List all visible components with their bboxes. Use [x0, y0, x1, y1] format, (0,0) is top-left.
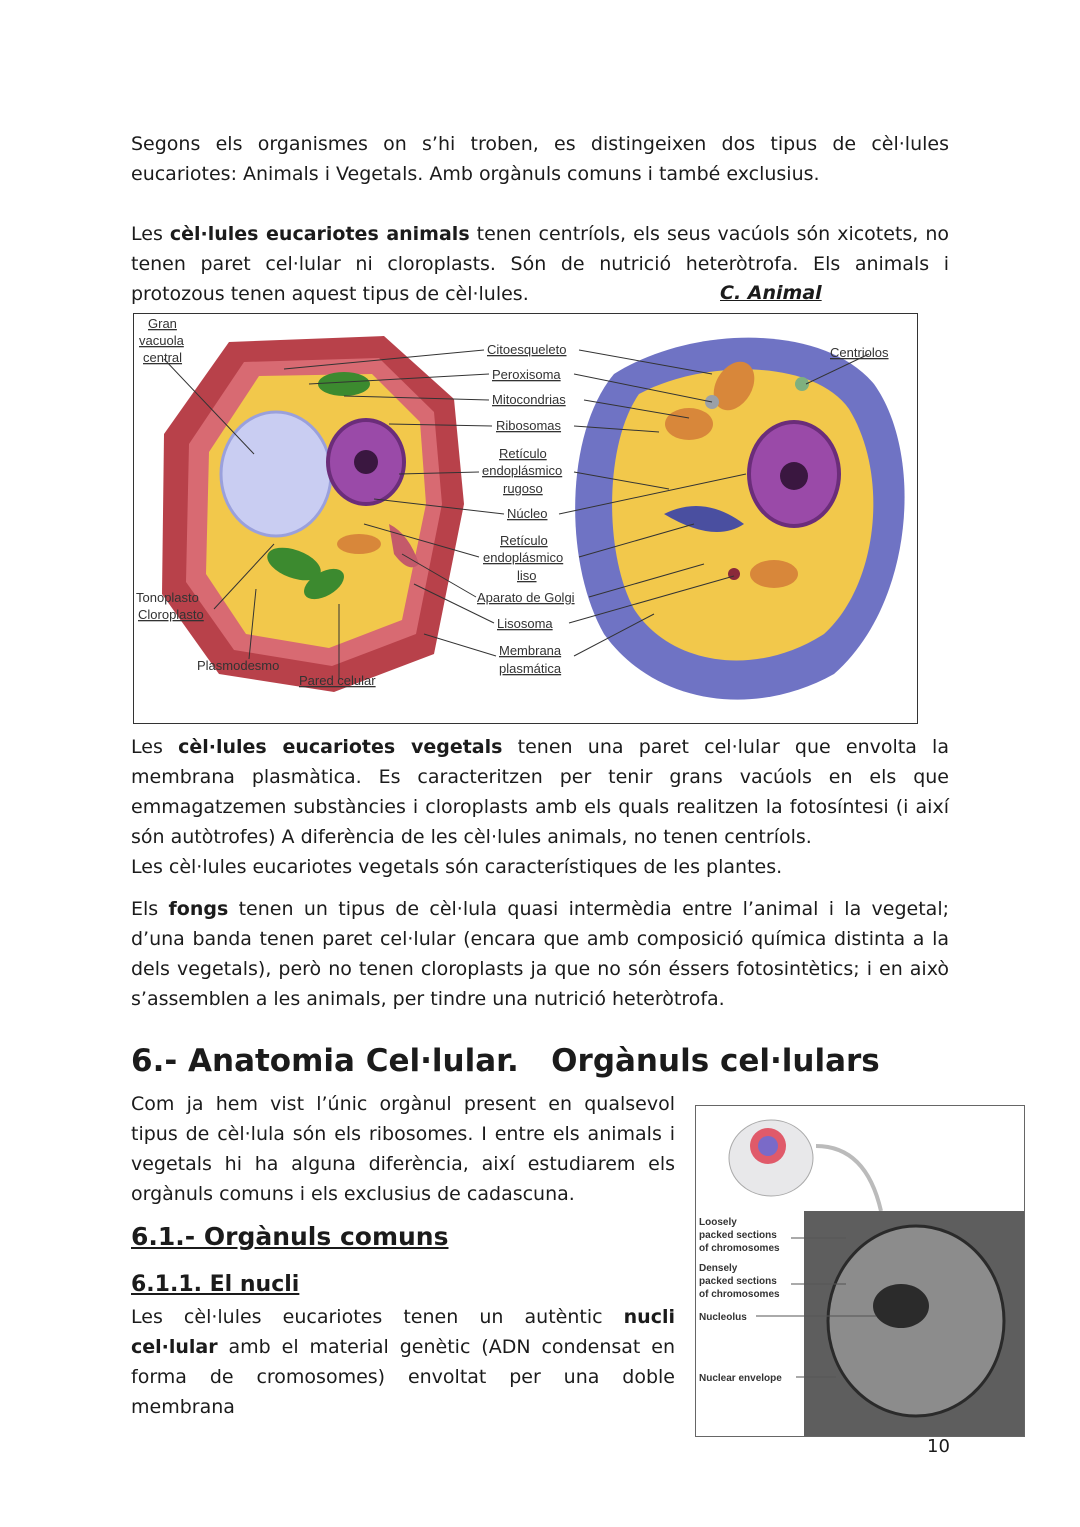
- figure-caption: C. Animal: [720, 282, 822, 304]
- label-ser-1: Retículo: [500, 533, 548, 548]
- label-rer-1: Retículo: [499, 446, 547, 461]
- label-loosely-2: packed sections: [699, 1230, 777, 1241]
- label-mitocondrias: Mitocondrias: [492, 392, 566, 407]
- page-number: 10: [927, 1436, 950, 1457]
- plant-chloroplast-3: [304, 568, 344, 600]
- label-ser-2: endoplásmico: [483, 550, 563, 565]
- fongs-paragraph: Els fongs tenen un tipus de cèl·lula qua…: [131, 894, 949, 1014]
- section-6-1-1-heading: 6.1.1. El nucli: [131, 1272, 300, 1297]
- label-gran-vacuola-2: vacuola: [139, 333, 185, 348]
- nucleus-micrograph-svg: Loosely packed sections of chromosomes D…: [699, 1119, 1024, 1436]
- plant-golgi: [389, 524, 419, 568]
- animal-post: tenen centríols, els seus vacúols són xi…: [131, 223, 949, 305]
- vegetal-bold-term: cèl·lules eucariotes vegetals: [178, 736, 503, 758]
- plant-chloroplast-1: [318, 372, 370, 396]
- label-rer-2: endoplásmico: [482, 463, 562, 478]
- leader-lines: [163, 349, 870, 680]
- nucleus-bold-term: nucli cel·lular: [131, 1306, 675, 1358]
- label-pared: Pared celular: [299, 673, 376, 688]
- animal-pre: Les: [131, 223, 170, 245]
- label-citoesqueleto: Citoesqueleto: [487, 342, 567, 357]
- animal-er: [664, 506, 744, 532]
- nucleus-3d-inner: [758, 1136, 778, 1156]
- plant-cell: [162, 336, 464, 692]
- animal-centriole: [795, 377, 809, 391]
- animal-mitochondria-2: [713, 361, 755, 411]
- label-gran-vacuola-3: central: [143, 350, 182, 365]
- section-6-heading: 6.- Anatomia Cel·lular. Orgànuls cel·lul…: [131, 1043, 880, 1079]
- intro-paragraph: Segons els organismes on s’hi troben, es…: [131, 133, 949, 185]
- section-6-1-heading: 6.1.- Orgànuls comuns: [131, 1222, 449, 1251]
- label-loosely-3: of chromosomes: [699, 1243, 780, 1254]
- label-nucleo: Núcleo: [507, 506, 547, 521]
- animal-mitochondria-1: [665, 408, 713, 440]
- label-centriolos: Centriolos: [830, 345, 889, 360]
- vegetal-plants-line: Les cèl·lules eucariotes vegetals són ca…: [131, 856, 783, 878]
- label-nucleolus: Nucleolus: [699, 1312, 747, 1323]
- animal-cytoplasm: [612, 369, 874, 661]
- vegetal-pre: Les: [131, 736, 179, 758]
- nucleus-post: amb el material genètic (ADN condensat e…: [131, 1336, 675, 1418]
- label-tonoplasto: Tonoplasto: [136, 590, 199, 605]
- label-rer-3: rugoso: [503, 481, 543, 496]
- cell-diagram-svg: Gran vacuola central Citoesqueleto Perox…: [136, 316, 905, 700]
- label-densely-3: of chromosomes: [699, 1289, 780, 1300]
- nucleus-pre: Les cèl·lules eucariotes tenen un autènt…: [131, 1306, 624, 1328]
- animal-cells-paragraph: Les cèl·lules eucariotes animals tenen c…: [131, 219, 949, 309]
- label-ser-3: liso: [517, 568, 537, 583]
- label-cloroplasto: Cloroplasto: [138, 607, 204, 622]
- nucleus-paragraph: Les cèl·lules eucariotes tenen un autènt…: [131, 1302, 675, 1422]
- animal-nucleolus: [780, 462, 808, 490]
- animal-bold-term: cèl·lules eucariotes animals: [169, 223, 470, 245]
- animal-lysosome: [728, 568, 740, 580]
- label-membrana-2: plasmática: [499, 661, 562, 676]
- label-lisosoma: Lisosoma: [497, 616, 553, 631]
- label-gran-vacuola-1: Gran: [148, 316, 177, 331]
- fongs-bold-term: fongs: [168, 898, 229, 920]
- label-plasmodesmo: Plasmodesmo: [197, 658, 279, 673]
- fongs-post: tenen un tipus de cèl·lula quasi intermè…: [131, 898, 949, 1010]
- animal-mitochondria-3: [750, 560, 798, 588]
- vegetal-cells-paragraph: Les cèl·lules eucariotes vegetals tenen …: [131, 732, 949, 852]
- micrograph-nucleolus: [873, 1284, 929, 1328]
- nucleus-micrograph-figure: Loosely packed sections of chromosomes D…: [695, 1105, 1025, 1437]
- plant-chloroplast-2: [267, 547, 321, 581]
- zoom-arrow: [815, 1144, 883, 1212]
- nucleus-leader-lines: [756, 1237, 876, 1378]
- label-loosely-1: Loosely: [699, 1217, 737, 1228]
- animal-cell: [575, 337, 905, 700]
- label-peroxisoma: Peroxisoma: [492, 367, 561, 382]
- fongs-pre: Els: [131, 898, 169, 920]
- plant-mitochondria: [337, 534, 381, 554]
- vegetal-post: tenen una paret cel·lular que envolta la…: [131, 736, 949, 848]
- section-6-paragraph: Com ja hem vist l’únic orgànul present e…: [131, 1093, 675, 1205]
- label-densely-1: Densely: [699, 1263, 738, 1274]
- cell-diagram-figure: Gran vacuola central Citoesqueleto Perox…: [133, 313, 918, 724]
- label-nuclear-envelope: Nuclear envelope: [699, 1373, 782, 1384]
- label-golgi: Aparato de Golgi: [477, 590, 575, 605]
- label-densely-2: packed sections: [699, 1276, 777, 1287]
- plant-vacuole: [219, 410, 333, 538]
- label-membrana-1: Membrana: [499, 643, 562, 658]
- plant-nucleolus: [354, 450, 378, 474]
- label-ribosomas: Ribosomas: [496, 418, 562, 433]
